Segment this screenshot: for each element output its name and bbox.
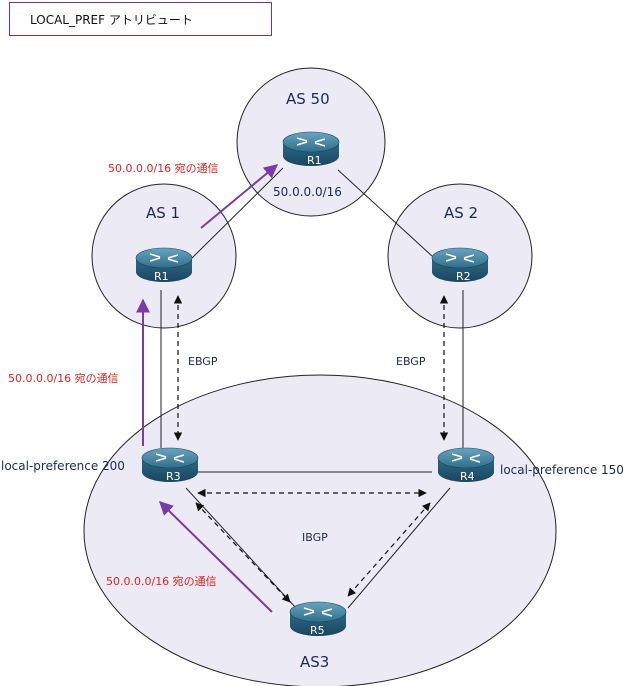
diagram-title: LOCAL_PREF アトリビュート bbox=[9, 2, 272, 36]
router-r1-as50: R1 bbox=[282, 131, 340, 167]
svg-text:R4: R4 bbox=[460, 470, 475, 483]
local-pref-r3: local-preference 200 bbox=[1, 459, 125, 473]
ibgp-session-r4-r5 bbox=[347, 502, 431, 597]
as1-label: AS 1 bbox=[146, 204, 180, 222]
route-label-bottom: 50.0.0.0/16 宛の通信 bbox=[106, 574, 217, 588]
svg-text:R5: R5 bbox=[310, 624, 325, 637]
svg-text:R2: R2 bbox=[456, 270, 471, 283]
as3-area bbox=[83, 374, 557, 686]
traffic-arrow-r1-to-as50 bbox=[200, 164, 279, 229]
svg-text:R1: R1 bbox=[307, 154, 322, 167]
link-r1as50-r1as1 bbox=[191, 167, 284, 259]
route-label-left: 50.0.0.0/16 宛の通信 bbox=[8, 371, 119, 385]
local-pref-r4: local-preference 150 bbox=[500, 463, 624, 477]
link-r1as50-r2 bbox=[337, 169, 433, 257]
ibgp-label: IBGP bbox=[302, 531, 328, 544]
svg-text:R1: R1 bbox=[154, 270, 169, 283]
as50-label: AS 50 bbox=[286, 90, 330, 108]
router-r4: R4 bbox=[437, 447, 495, 483]
ibgp-session-r3-r5 bbox=[195, 502, 291, 603]
router-r5: R5 bbox=[289, 601, 347, 637]
router-r1-as1: R1 bbox=[135, 247, 193, 283]
svg-text:R3: R3 bbox=[166, 470, 181, 483]
as2-label: AS 2 bbox=[444, 204, 478, 222]
ebgp-label-left: EBGP bbox=[188, 355, 218, 368]
traffic-arrow-r5-to-r3 bbox=[159, 501, 273, 613]
router-r2: R2 bbox=[431, 247, 489, 283]
route-label-top: 50.0.0.0/16 宛の通信 bbox=[108, 161, 219, 175]
network-label: 50.0.0.0/16 bbox=[273, 185, 342, 199]
router-r3: R3 bbox=[141, 447, 199, 483]
ebgp-label-right: EBGP bbox=[396, 355, 426, 368]
as3-label: AS3 bbox=[300, 653, 329, 671]
